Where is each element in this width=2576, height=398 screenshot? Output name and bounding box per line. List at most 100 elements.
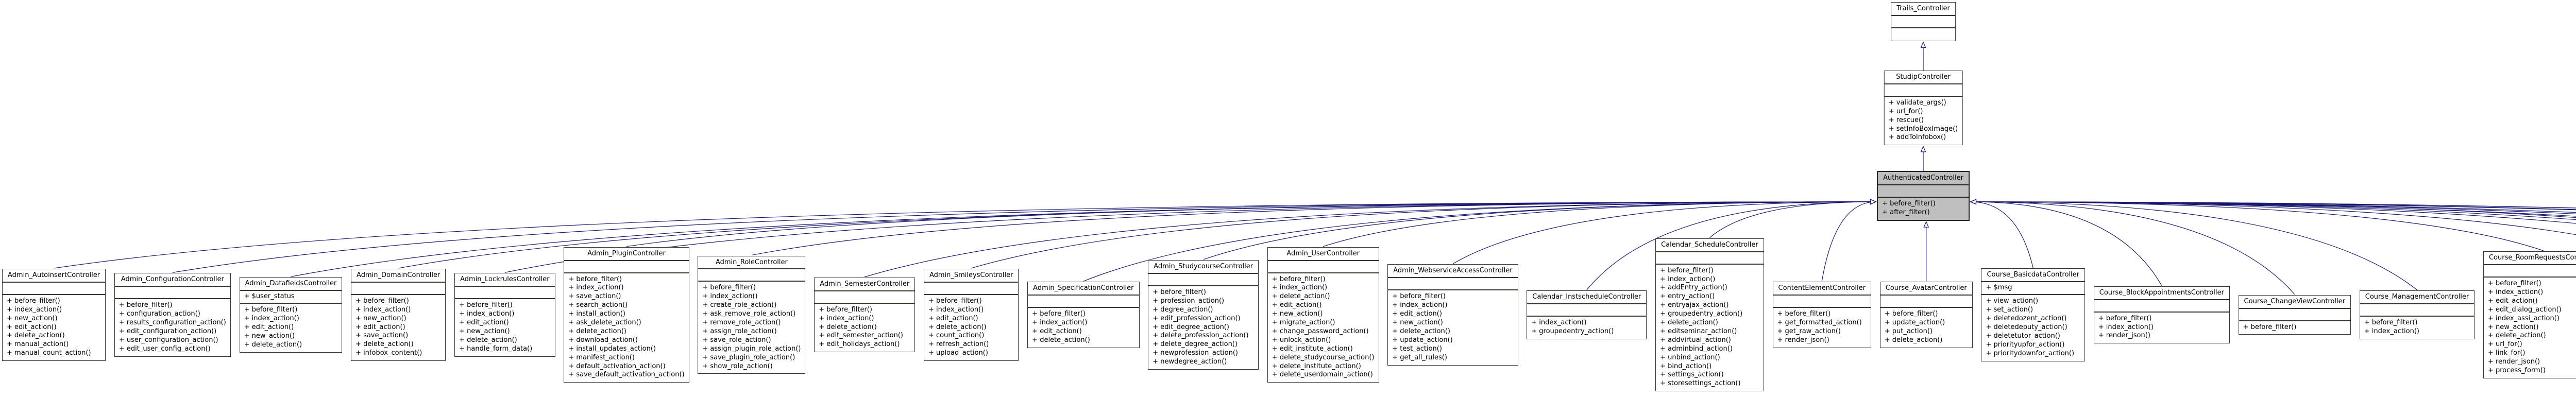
method-label: + before_filter() bbox=[1777, 310, 1831, 318]
method-label: + show_role_action() bbox=[702, 362, 773, 370]
method-label: + before_filter() bbox=[355, 297, 409, 305]
method-label: + ask_delete_action() bbox=[568, 319, 641, 327]
method-label: + install_action() bbox=[568, 310, 625, 318]
method-label: + delete_action() bbox=[244, 340, 302, 349]
class-node-authenticated-controller-selected[interactable]: AuthenticatedController + before_filter(… bbox=[1877, 171, 1970, 221]
class-node-calendar_schedulecontroller[interactable]: Calendar_ScheduleController + before_fil… bbox=[1655, 238, 1764, 392]
method-label: + deletetutor_action() bbox=[1986, 332, 2060, 340]
class-node-admin_lockrulescontroller[interactable]: Admin_LockrulesController + before_filte… bbox=[454, 273, 555, 357]
method-label: + before_filter() bbox=[1272, 275, 1326, 283]
method-label: + get_formatted_action() bbox=[1777, 319, 1862, 327]
method-label: + url_for() bbox=[1888, 107, 1923, 115]
method-label: + view_action() bbox=[1986, 297, 2039, 305]
class-node-course_changeviewcontroller[interactable]: Course_ChangeViewController + before_fil… bbox=[2238, 295, 2351, 335]
class-node-course_avatarcontroller[interactable]: Course_AvatarController + before_filter(… bbox=[1879, 282, 1973, 348]
class-node-trails-controller[interactable]: Trails_Controller bbox=[1891, 2, 1956, 41]
class-node-admin_semestercontroller[interactable]: Admin_SemesterController + before_filter… bbox=[814, 277, 916, 353]
class-title: Admin_StudycourseController bbox=[1148, 261, 1259, 274]
method-label: + before_filter() bbox=[2243, 323, 2297, 331]
method-label: + index_action() bbox=[702, 292, 758, 301]
method-label: + set_action() bbox=[1986, 306, 2033, 314]
method-label: + before_filter() bbox=[702, 284, 756, 292]
method-label: + edit_action() bbox=[1032, 327, 1082, 335]
class-node-studip-controller[interactable]: StudipController + validate_args()+ url_… bbox=[1884, 71, 1963, 146]
class-methods-compartment: + before_filter()+ index_action()+ edit_… bbox=[1388, 290, 1517, 365]
class-title: Admin_SmileysController bbox=[924, 269, 1019, 283]
method-label: + save_plugin_role_action() bbox=[702, 353, 795, 361]
method-label: + addToInfobox() bbox=[1888, 133, 1946, 142]
class-node-admin_datafieldscontroller[interactable]: Admin_DatafieldsController + $user_statu… bbox=[239, 277, 343, 353]
method-label: + new_action() bbox=[459, 327, 510, 335]
method-label: + assign_plugin_role_action() bbox=[702, 344, 801, 353]
method-label: + update_action() bbox=[1884, 319, 1945, 327]
method-label: + index_action() bbox=[355, 305, 411, 314]
method-label: + index_action() bbox=[2364, 327, 2419, 335]
class-title: Calendar_InstscheduleController bbox=[1527, 291, 1647, 305]
class-node-admin_smileyscontroller[interactable]: Admin_SmileysController + before_filter(… bbox=[923, 268, 1019, 361]
class-attributes-compartment bbox=[1884, 84, 1962, 97]
class-node-admin_specificationcontroller[interactable]: Admin_SpecificationController + before_f… bbox=[1027, 282, 1140, 348]
method-label: + ask_remove_role_action() bbox=[702, 310, 796, 318]
method-label: + before_filter() bbox=[1884, 310, 1938, 318]
method-label: + render_json() bbox=[2487, 358, 2540, 366]
method-label: + edit_configuration_action() bbox=[118, 327, 217, 335]
class-node-admin_webserviceaccesscontroller[interactable]: Admin_WebserviceAccessController + befor… bbox=[1387, 264, 1518, 366]
method-label: + process_form() bbox=[2487, 366, 2546, 374]
class-node-admin_domaincontroller[interactable]: Admin_DomainController + before_filter()… bbox=[351, 268, 446, 361]
class-attributes-compartment bbox=[114, 287, 230, 300]
class-title: ContentElementController bbox=[1773, 282, 1871, 296]
method-label: + edit_dialog_action() bbox=[2487, 305, 2562, 314]
class-node-course_managementcontroller[interactable]: Course_ManagementController + before_fil… bbox=[2359, 290, 2475, 339]
method-label: + delete_institute_action() bbox=[1272, 362, 1361, 370]
method-label: + assign_role_action() bbox=[702, 327, 777, 335]
class-attributes-compartment bbox=[3, 283, 106, 295]
class-node-admin_studycoursecontroller[interactable]: Admin_StudycourseController + before_fil… bbox=[1148, 260, 1259, 370]
class-node-admin_usercontroller[interactable]: Admin_UserController + before_filter()+ … bbox=[1267, 247, 1379, 383]
class-node-admin_plugincontroller[interactable]: Admin_PluginController + before_filter()… bbox=[564, 247, 689, 383]
method-label: + download_action() bbox=[568, 336, 638, 344]
class-methods-compartment: + before_filter() bbox=[2239, 321, 2350, 335]
class-methods-compartment: + before_filter()+ index_action()+ delet… bbox=[1268, 273, 1379, 383]
method-label: + before_filter() bbox=[568, 275, 622, 283]
class-attributes-compartment bbox=[2483, 265, 2576, 278]
attribute-label: + $user_status bbox=[244, 292, 295, 301]
class-title: Admin_RoleController bbox=[698, 256, 805, 270]
method-label: + profession_action() bbox=[1153, 297, 1225, 305]
method-label: + delete_action() bbox=[1884, 336, 1943, 344]
method-label: + remove_role_action() bbox=[702, 319, 781, 327]
method-label: + index_action() bbox=[1032, 319, 1088, 327]
class-node-admin_autoinsertcontroller[interactable]: Admin_AutoinsertController + before_filt… bbox=[2, 268, 106, 361]
class-node-calendar_instschedulecontroller[interactable]: Calendar_InstscheduleController + index_… bbox=[1527, 290, 1647, 339]
method-label: + change_password_action() bbox=[1272, 327, 1369, 335]
method-label: + edit_profession_action() bbox=[1153, 314, 1241, 322]
class-node-admin_configurationcontroller[interactable]: Admin_ConfigurationController + before_f… bbox=[114, 273, 231, 357]
class-methods-compartment: + before_filter()+ after_filter() bbox=[1878, 198, 1969, 220]
method-label: + edit_action() bbox=[928, 314, 978, 322]
method-label: + index_action() bbox=[568, 284, 624, 292]
method-label: + deletedozent_action() bbox=[1986, 315, 2067, 323]
class-node-admin_rolecontroller[interactable]: Admin_RoleController + before_filter()+ … bbox=[698, 255, 806, 374]
method-label: + before_filter() bbox=[928, 297, 982, 305]
class-node-contentelementcontroller[interactable]: ContentElementController + before_filter… bbox=[1772, 282, 1871, 348]
method-label: + editseminar_action() bbox=[1660, 327, 1737, 335]
class-node-course_roomrequestscontroller[interactable]: Course_RoomRequestsController + before_f… bbox=[2483, 251, 2576, 378]
class-attributes-compartment bbox=[1891, 16, 1955, 28]
method-label: + render_json() bbox=[1777, 336, 1829, 344]
class-node-course_blockappointmentscontroller[interactable]: Course_BlockAppointmentsController + bef… bbox=[2093, 286, 2230, 344]
method-label: + edit_action() bbox=[2487, 297, 2538, 305]
class-title: Course_BlockAppointmentsController bbox=[2094, 287, 2229, 300]
method-label: + before_filter() bbox=[1153, 288, 1206, 296]
method-label: + edit_action() bbox=[7, 323, 57, 331]
class-methods-compartment: + before_filter()+ update_action()+ put_… bbox=[1880, 308, 1972, 348]
method-label: + delete_action() bbox=[2487, 332, 2546, 340]
method-label: + new_action() bbox=[1272, 310, 1323, 318]
method-label: + edit_semester_action() bbox=[819, 332, 903, 340]
children-row: Admin_AutoinsertController + before_filt… bbox=[2, 236, 2576, 394]
method-label: + edit_action() bbox=[244, 323, 294, 331]
class-node-course_basicdatacontroller[interactable]: Course_BasicdataController + $msg + view… bbox=[1981, 268, 2086, 361]
class-attributes-compartment bbox=[1878, 185, 1969, 198]
method-label: + index_action() bbox=[819, 314, 874, 322]
method-label: + migrate_action() bbox=[1272, 319, 1335, 327]
method-label: + index_action() bbox=[459, 310, 515, 318]
method-label: + handle_form_data() bbox=[459, 344, 533, 353]
